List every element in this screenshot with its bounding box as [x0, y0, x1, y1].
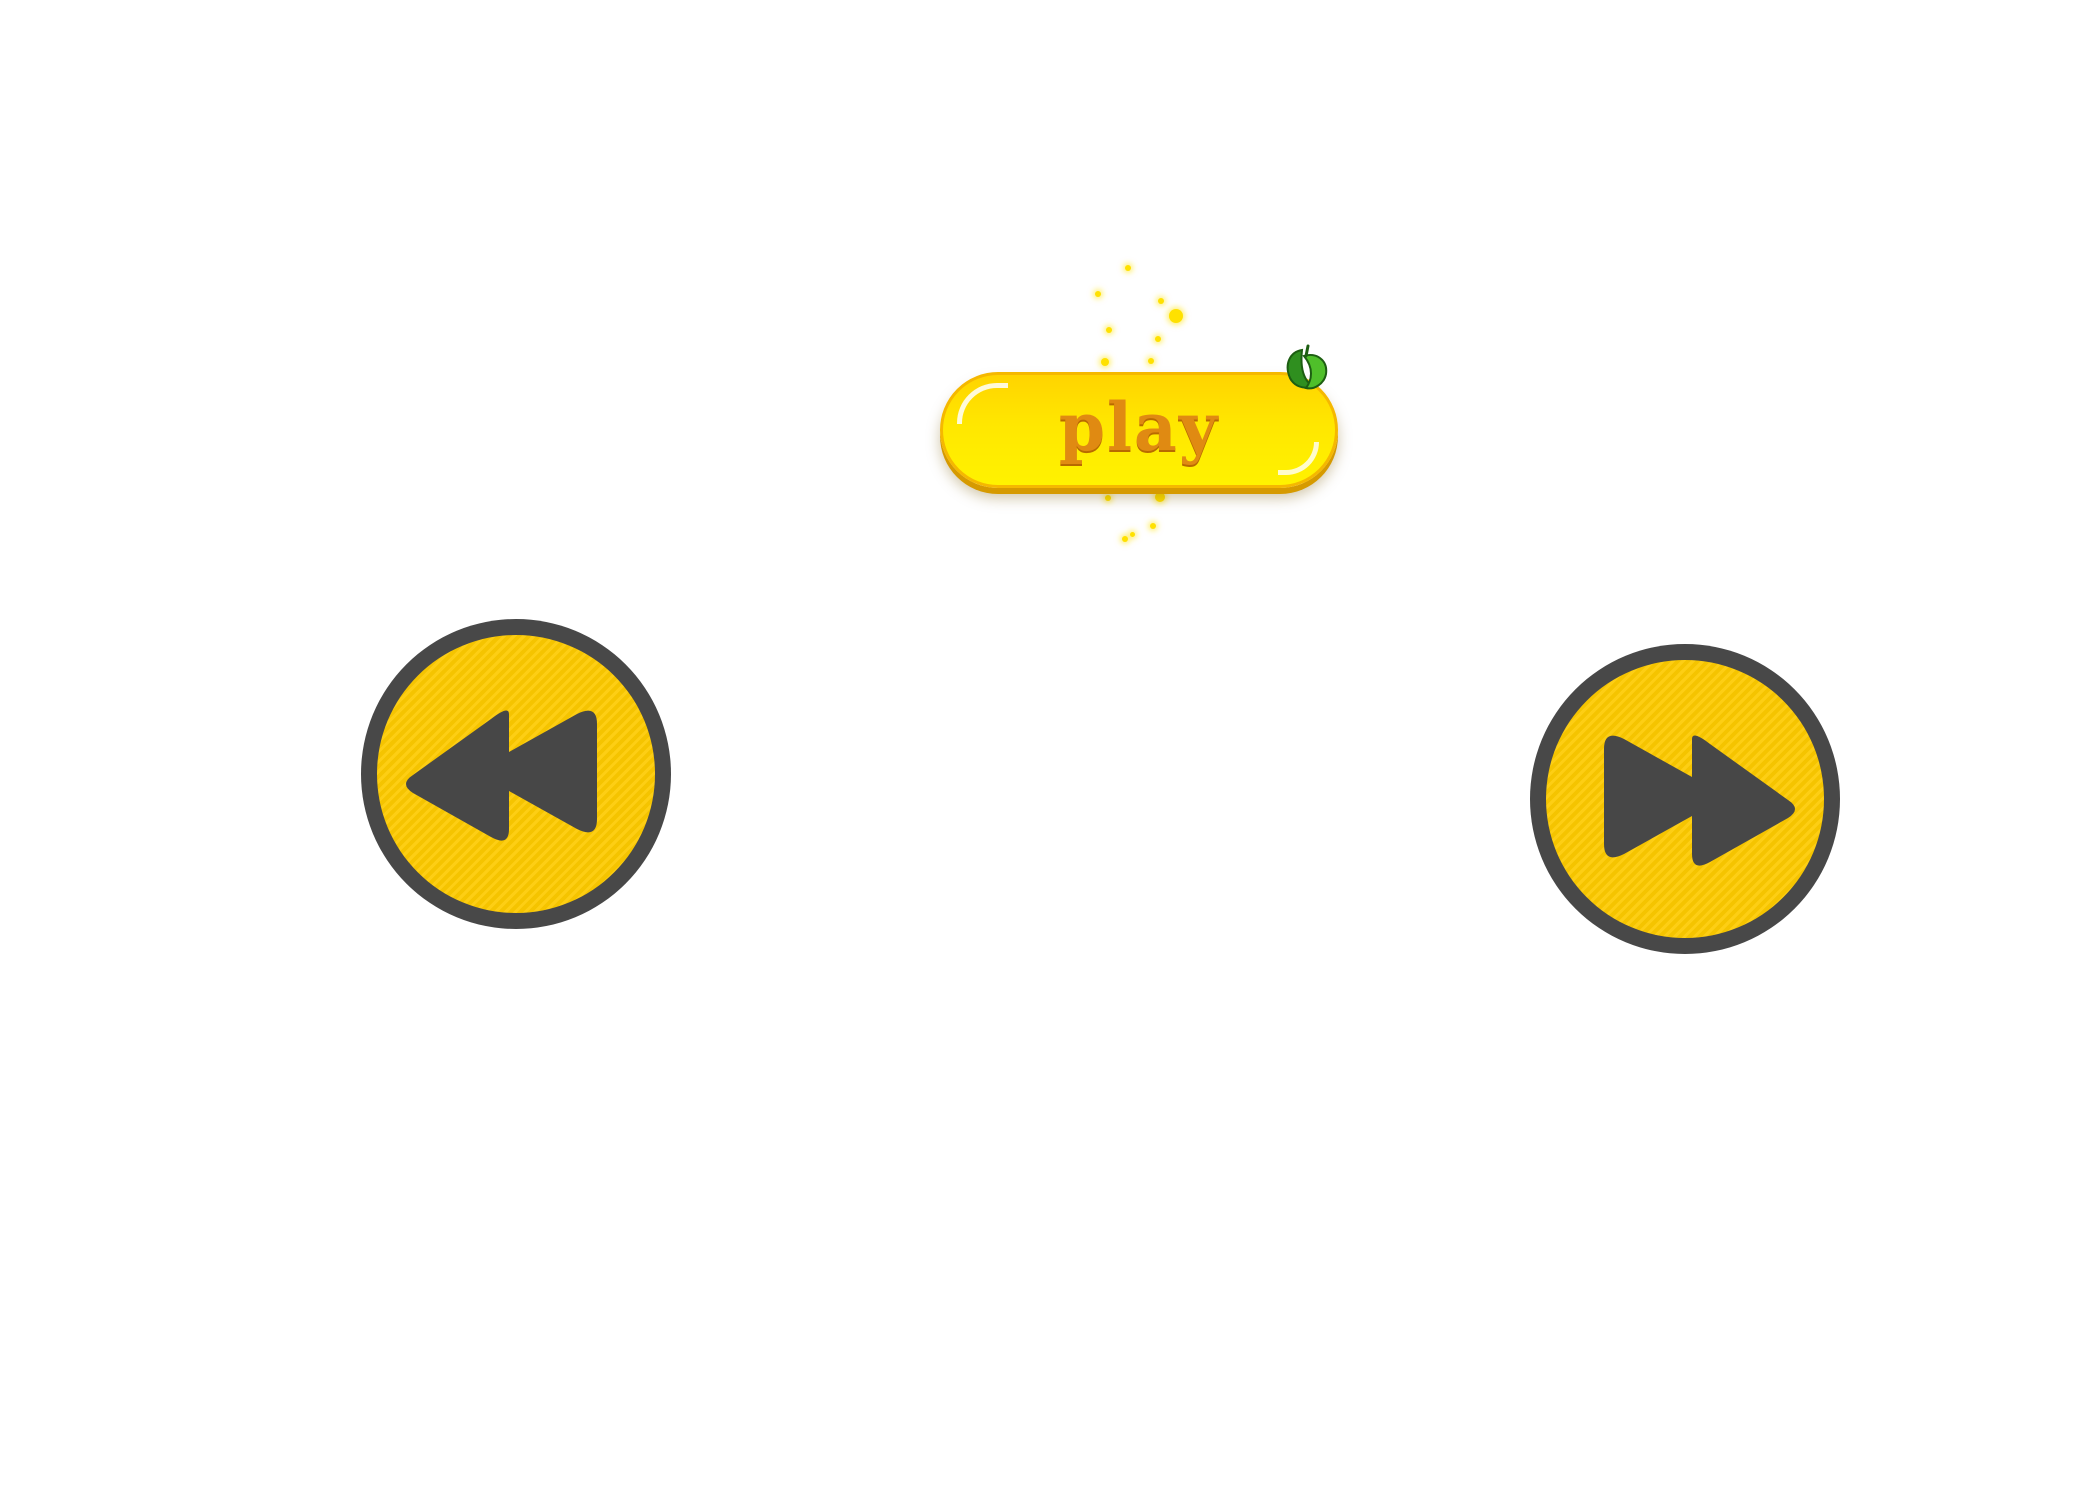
rewind-button[interactable] [361, 619, 671, 929]
rewind-icon [406, 710, 597, 841]
sparkle [1158, 298, 1164, 304]
sparkle [1155, 492, 1165, 502]
fast-forward-icon [1604, 735, 1795, 866]
sparkle [1125, 265, 1131, 271]
sparkle [1130, 532, 1135, 537]
button-gloss-highlight [957, 383, 1008, 424]
sparkle [1105, 495, 1111, 501]
fast-forward-button[interactable] [1530, 644, 1840, 954]
sparkle [1155, 336, 1161, 342]
sparkle [1101, 358, 1109, 366]
sparkles-decoration [1080, 255, 1210, 555]
sparkle [1148, 358, 1154, 364]
sparkle [1095, 291, 1101, 297]
button-gloss-highlight [1278, 442, 1319, 475]
sparkle [1106, 327, 1112, 333]
sparkle [1122, 536, 1128, 542]
play-button[interactable]: play [940, 372, 1338, 488]
leaf-icon [1286, 344, 1328, 390]
sparkle [1150, 523, 1156, 529]
sparkle [1169, 309, 1183, 323]
play-button-label: play [1058, 388, 1220, 466]
